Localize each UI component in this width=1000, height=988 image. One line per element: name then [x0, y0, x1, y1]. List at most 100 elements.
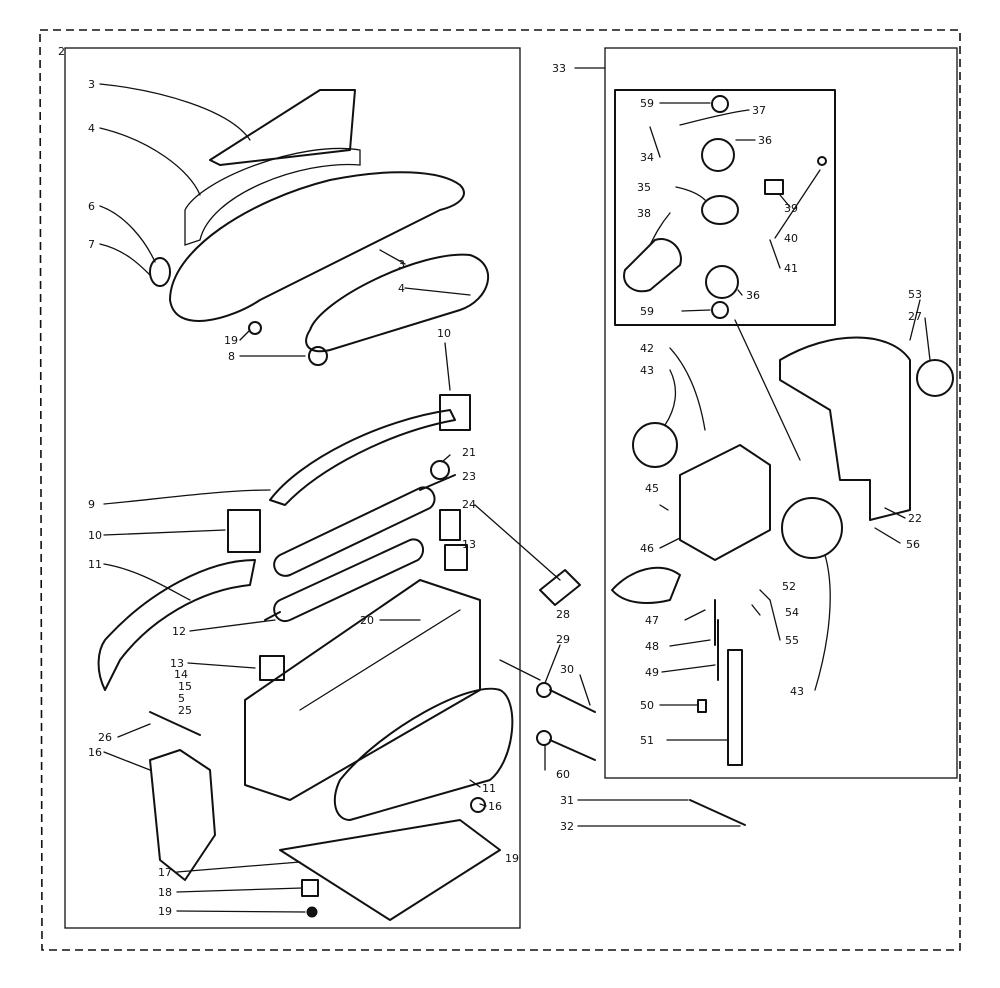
- callout-4-lower: 4: [398, 282, 405, 295]
- block-part-13: [259, 655, 285, 681]
- callout-41: 41: [784, 262, 798, 275]
- callout-31: 31: [560, 794, 574, 807]
- callout-35: 35: [637, 181, 651, 194]
- callout-22: 22: [908, 512, 922, 525]
- fan-part-27: [916, 359, 954, 397]
- motor-shroud-part: [779, 336, 911, 521]
- callout-3: 3: [88, 78, 95, 91]
- cam-lever-47: [611, 566, 681, 604]
- callout-13-right: 13: [462, 538, 476, 551]
- washer-59-top: [711, 95, 729, 113]
- callout-45: 45: [645, 482, 659, 495]
- callout-37: 37: [752, 104, 766, 117]
- clip-part-lower: [227, 509, 261, 553]
- callout-2: 2: [58, 45, 65, 58]
- pin-39-part: [764, 179, 784, 195]
- callout-20: 20: [360, 614, 374, 627]
- top-cover-part: [209, 89, 356, 166]
- callout-13-left: 13: [170, 657, 184, 670]
- callout-53: 53: [908, 288, 922, 301]
- callout-24: 24: [462, 498, 476, 511]
- callout-34-inset: 34: [640, 151, 654, 164]
- callout-40: 40: [784, 232, 798, 245]
- callout-18: 18: [158, 886, 172, 899]
- tube-51: [727, 649, 743, 766]
- callout-29: 29: [556, 633, 570, 646]
- callout-55: 55: [785, 634, 799, 647]
- gear-37: [701, 138, 735, 172]
- washer-part: [430, 460, 450, 480]
- frame-inner-edge: [299, 609, 461, 711]
- gearbox-face-43: [632, 422, 678, 468]
- callout-50: 50: [640, 699, 654, 712]
- foot-part: [301, 879, 319, 897]
- outer-frame-border: [39, 29, 961, 951]
- washer-59-bottom: [711, 301, 729, 319]
- callout-11-upper: 11: [88, 558, 102, 571]
- callout-14: 14: [174, 668, 188, 681]
- callout-42: 42: [640, 342, 654, 355]
- screw-part-19: [306, 906, 318, 918]
- callout-19-bottom: 19: [158, 905, 172, 918]
- callout-38: 38: [637, 207, 651, 220]
- callout-15: 15: [178, 680, 192, 693]
- callout-30: 30: [560, 663, 574, 676]
- housing-handle-loop: [184, 147, 361, 246]
- ring-40-part: [817, 156, 827, 166]
- callout-39: 39: [784, 202, 798, 215]
- gear-38-housing: [623, 238, 682, 293]
- callout-51: 51: [640, 734, 654, 747]
- callout-59-bottom: 59: [640, 305, 654, 318]
- callout-36-upper: 36: [758, 134, 772, 147]
- lower-roller: [273, 538, 425, 623]
- bearing-block-part: [439, 509, 461, 541]
- callout-11-lower: 11: [482, 782, 496, 795]
- callout-59-top: 59: [640, 97, 654, 110]
- end-bracket-part: [149, 749, 216, 881]
- callout-17: 17: [158, 866, 172, 879]
- gearbox-assembly-frame: [604, 47, 958, 779]
- bolt-60: [549, 739, 596, 761]
- gearbox-housing: [679, 444, 771, 561]
- callout-60: 60: [556, 768, 570, 781]
- callout-26: 26: [98, 731, 112, 744]
- callout-4: 4: [88, 122, 95, 135]
- callout-48: 48: [645, 640, 659, 653]
- callout-49: 49: [645, 666, 659, 679]
- callout-21: 21: [462, 446, 476, 459]
- callout-16-right: 16: [488, 800, 502, 813]
- clip-part-upper: [439, 394, 471, 431]
- gear-set-inset-box: [614, 89, 836, 326]
- gear-35-hub: [701, 195, 739, 225]
- lower-roller-shaft: [264, 611, 281, 621]
- bolt-30: [549, 689, 596, 713]
- callout-36-lower: 36: [746, 289, 760, 302]
- callout-8: 8: [228, 350, 235, 363]
- callout-25: 25: [178, 704, 192, 717]
- callout-32: 32: [560, 820, 574, 833]
- callout-52: 52: [782, 580, 796, 593]
- callout-23: 23: [462, 470, 476, 483]
- pin-31: [689, 799, 746, 826]
- washer-29: [536, 682, 552, 698]
- gear-36-lower: [705, 265, 739, 299]
- callout-12: 12: [172, 625, 186, 638]
- shaft-coupler-28: [539, 569, 581, 606]
- washer-60: [536, 730, 552, 746]
- callout-27: 27: [908, 310, 922, 323]
- blade-part: [269, 409, 456, 506]
- callout-10-lower: 10: [88, 529, 102, 542]
- callout-3-lower: 3: [398, 258, 405, 271]
- callout-33: 33: [552, 62, 566, 75]
- callout-9: 9: [88, 498, 95, 511]
- upper-roller-shaft: [419, 474, 456, 491]
- callout-56: 56: [906, 538, 920, 551]
- screw-part: [248, 321, 262, 335]
- callout-6: 6: [88, 200, 95, 213]
- screw-part-26: [149, 711, 201, 736]
- callout-16-left: 16: [88, 746, 102, 759]
- callout-5: 5: [178, 692, 185, 705]
- base-pan-part: [333, 687, 514, 821]
- callout-54: 54: [785, 606, 799, 619]
